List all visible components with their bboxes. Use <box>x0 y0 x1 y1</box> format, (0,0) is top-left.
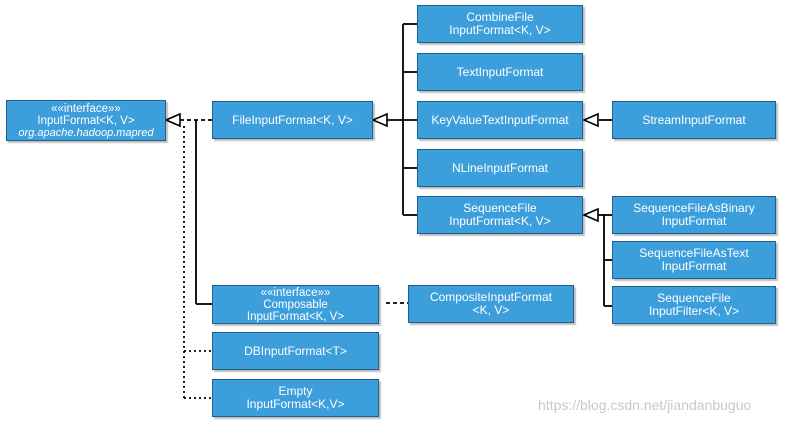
db-input-format-box: DBInputFormat<T> <box>212 332 379 370</box>
input-format-box: ««interface»» InputFormat<K, V> org.apac… <box>6 100 166 141</box>
text-input-format-name: TextInputFormat <box>456 64 544 79</box>
input-format-package: org.apache.hadoop.mapred <box>18 126 154 139</box>
composable-line1: Composable <box>263 298 328 311</box>
stream-input-format-name: StreamInputFormat <box>642 112 746 127</box>
sequence-file-as-text-line2: InputFormat <box>661 259 727 273</box>
composable-stereotype: ««interface»» <box>260 286 331 299</box>
sequence-file-input-filter-line2: InputFilter<K, V> <box>648 304 740 318</box>
sequence-file-as-text-line1: SequenceFileAsText <box>639 246 749 260</box>
sequence-file-line1: SequenceFile <box>463 201 537 215</box>
composite-input-format-box: CompositeInputFormat <K, V> <box>408 285 574 323</box>
combine-file-line2: InputFormat<K, V> <box>449 23 551 37</box>
sequence-file-line2: InputFormat<K, V> <box>449 214 551 228</box>
composable-line2: InputFormat<K, V> <box>246 310 345 323</box>
sequence-file-input-filter-box: SequenceFile InputFilter<K, V> <box>612 286 776 324</box>
nline-input-format-box: NLineInputFormat <box>417 149 583 187</box>
stream-input-format-box: StreamInputFormat <box>612 101 776 139</box>
sequence-file-as-binary-line1: SequenceFileAsBinary <box>633 201 755 215</box>
composable-input-format-box: ««interface»» Composable InputFormat<K, … <box>212 285 379 324</box>
text-input-format-box: TextInputFormat <box>417 53 583 91</box>
composite-line1: CompositeInputFormat <box>429 290 553 304</box>
empty-input-format-line1: Empty <box>278 384 313 398</box>
nline-input-format-name: NLineInputFormat <box>451 160 549 175</box>
key-value-text-input-format-name: KeyValueTextInputFormat <box>431 112 569 127</box>
sequence-file-as-text-input-format-box: SequenceFileAsText InputFormat <box>612 241 776 279</box>
sequence-file-as-binary-input-format-box: SequenceFileAsBinary InputFormat <box>612 196 776 234</box>
empty-input-format-box: Empty InputFormat<K,V> <box>212 379 379 417</box>
input-format-stereotype: ««interface»» <box>51 102 121 115</box>
composite-line2: <K, V> <box>472 303 510 317</box>
watermark-text: https://blog.csdn.net/jiandanbuguo <box>538 397 752 413</box>
file-input-format-name: FileInputFormat<K, V> <box>232 112 353 127</box>
sequence-file-input-format-box: SequenceFile InputFormat<K, V> <box>417 196 583 234</box>
combine-file-line1: CombineFile <box>466 10 534 24</box>
db-input-format-name: DBInputFormat<T> <box>244 343 347 358</box>
key-value-text-input-format-box: KeyValueTextInputFormat <box>417 101 583 139</box>
file-input-format-box: FileInputFormat<K, V> <box>212 101 373 139</box>
empty-input-format-line2: InputFormat<K,V> <box>246 397 345 411</box>
sequence-file-input-filter-line1: SequenceFile <box>657 291 731 305</box>
sequence-file-as-binary-line2: InputFormat <box>661 214 727 228</box>
input-format-name: InputFormat<K, V> <box>37 114 135 127</box>
combine-file-input-format-box: CombineFile InputFormat<K, V> <box>417 5 583 43</box>
